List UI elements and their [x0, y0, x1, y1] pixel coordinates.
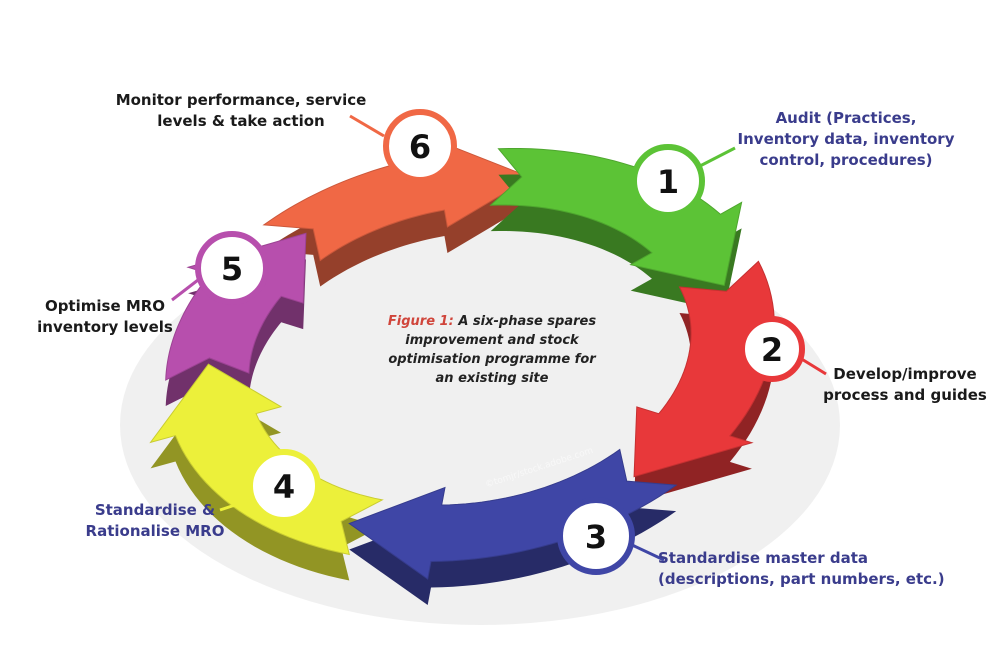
figure-caption: Figure 1: A six-phase spares improvement… — [378, 312, 606, 388]
phase-arrow-top-1 — [489, 147, 743, 287]
phase-badge-4: 4 — [247, 449, 321, 523]
leader-line-5 — [171, 278, 199, 302]
phase-label-3: Standardise master data (descriptions, p… — [658, 549, 945, 588]
phase-badge-6: 6 — [383, 109, 457, 183]
figure-caption-label: Figure 1: — [387, 314, 454, 329]
figure-caption-text: A six-phase spares improvement and stock… — [388, 314, 597, 386]
phase-badge-circle-1 — [631, 144, 705, 218]
phase-badge-number-5: 5 — [221, 250, 243, 288]
leader-line-6 — [349, 114, 385, 138]
phase-label-6: Monitor performance, service levels & ta… — [115, 91, 367, 130]
phase-badge-circle-2 — [739, 316, 805, 382]
phase-badge-5: 5 — [195, 231, 269, 305]
phase-label-1: Audit (Practices, Inventory data, invent… — [737, 109, 955, 169]
phase-arrow-1 — [489, 147, 743, 312]
phase-label-5: Optimise MRO inventory levels — [37, 297, 173, 336]
phase-label-2: Develop/improve process and guides — [823, 365, 987, 404]
phase-label-4: Standardise & Rationalise MRO — [85, 501, 225, 540]
phase-badge-number-2: 2 — [761, 331, 783, 369]
phase-badge-circle-4 — [247, 449, 321, 523]
phase-badge-number-1: 1 — [657, 163, 679, 201]
phase-badge-number-3: 3 — [585, 518, 607, 556]
phase-arrow-2 — [633, 260, 775, 503]
phase-badge-number-4: 4 — [273, 468, 295, 506]
leader-line-2 — [799, 356, 827, 376]
phase-badge-circle-3 — [557, 497, 635, 575]
phase-badge-circle-5 — [195, 231, 269, 305]
phase-badge-circle-6 — [383, 109, 457, 183]
leader-line-4 — [219, 498, 251, 512]
leader-line-1 — [699, 146, 736, 168]
phase-badge-number-6: 6 — [409, 128, 431, 166]
phase-badge-3: 3 — [557, 497, 635, 575]
phase-badge-2: 2 — [739, 316, 805, 382]
phase-badge-1: 1 — [631, 144, 705, 218]
leader-line-3 — [629, 542, 665, 562]
